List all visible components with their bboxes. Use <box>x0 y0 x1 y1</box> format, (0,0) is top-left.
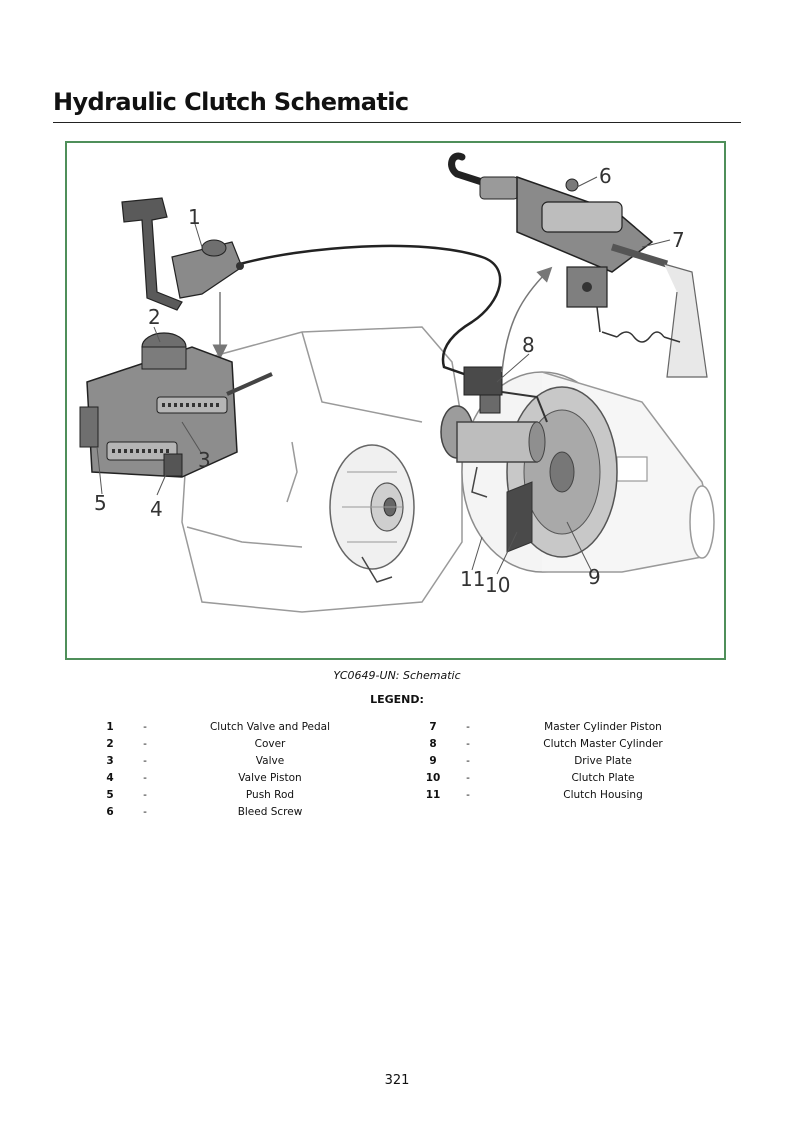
callout-8: 8 <box>522 333 535 357</box>
legend-label: Clutch Master Cylinder <box>543 738 663 750</box>
legend-label: Push Rod <box>245 789 295 801</box>
callout-2: 2 <box>148 305 161 329</box>
input-shaft-shape <box>329 444 415 583</box>
legend-separator: - <box>466 755 470 767</box>
callout-11: 11 <box>460 567 485 591</box>
legend-row: 8 - Clutch Master Cylinder <box>418 736 688 753</box>
legend-label: Clutch Plate <box>571 772 635 784</box>
legend-label: Valve <box>255 755 285 767</box>
clutch-pedal-shape <box>121 197 244 311</box>
legend-separator: - <box>143 738 147 750</box>
legend-row: 10 - Clutch Plate <box>418 770 688 787</box>
callout-7: 7 <box>672 228 685 252</box>
legend-separator: - <box>143 755 147 767</box>
legend-label: Bleed Screw <box>237 806 303 818</box>
legend-label: Drive Plate <box>574 755 632 767</box>
callout-5: 5 <box>94 491 107 515</box>
schematic-figure: 1 2 3 4 5 6 7 8 9 10 11 <box>65 141 726 660</box>
legend-row: 3 - Valve <box>95 753 365 770</box>
callout-9: 9 <box>588 565 601 589</box>
legend-number: 11 <box>425 789 441 801</box>
legend-row: 7 - Master Cylinder Piston <box>418 719 688 736</box>
legend-separator: - <box>466 721 470 733</box>
callout-4: 4 <box>150 497 163 521</box>
legend-number: 3 <box>106 755 114 767</box>
callout-10: 10 <box>485 573 510 597</box>
legend-row: 1 - Clutch Valve and Pedal <box>95 719 365 736</box>
page-number: 321 <box>384 1073 410 1088</box>
legend-separator: - <box>466 772 470 784</box>
up-arrow <box>501 266 553 373</box>
legend-number: 7 <box>429 721 437 733</box>
legend-label: Cover <box>254 738 286 750</box>
legend-number: 2 <box>106 738 114 750</box>
legend-number: 4 <box>106 772 114 784</box>
legend-separator: - <box>143 806 147 818</box>
page-title: Hydraulic Clutch Schematic <box>53 88 409 116</box>
legend-label: Master Cylinder Piston <box>544 721 662 733</box>
callout-1: 1 <box>188 205 201 229</box>
legend-row: 4 - Valve Piston <box>95 770 365 787</box>
release-bearing-shape <box>440 405 546 498</box>
legend-number: 10 <box>425 772 441 784</box>
legend-number: 1 <box>106 721 114 733</box>
clutch-plate-shape <box>506 481 533 553</box>
legend-number: 8 <box>429 738 437 750</box>
figure-caption: YC0649-UN: Schematic <box>333 669 461 682</box>
legend-row: 5 - Push Rod <box>95 787 365 804</box>
clutch-master-cylinder-shape <box>463 366 548 423</box>
legend-label: Valve Piston <box>238 772 302 784</box>
clutch-illustration: 1 2 3 4 5 6 7 8 9 10 11 <box>79 152 715 613</box>
legend-row: 11 - Clutch Housing <box>418 787 688 804</box>
callout-6: 6 <box>599 164 612 188</box>
clutch-valve-shape <box>79 332 273 478</box>
legend-separator: - <box>466 738 470 750</box>
master-cylinder-detail-shape <box>448 152 708 378</box>
legend-separator: - <box>143 772 147 784</box>
title-rule <box>53 122 741 123</box>
legend-number: 6 <box>106 806 114 818</box>
legend-row: 9 - Drive Plate <box>418 753 688 770</box>
hydraulic-line <box>239 244 502 376</box>
legend-table: 1 - Clutch Valve and Pedal 2 - Cover 3 -… <box>0 719 794 829</box>
legend-heading: LEGEND: <box>370 693 424 706</box>
legend-number: 9 <box>429 755 437 767</box>
legend-separator: - <box>143 721 147 733</box>
legend-row: 6 - Bleed Screw <box>95 804 365 821</box>
legend-separator: - <box>143 789 147 801</box>
legend-label: Clutch Valve and Pedal <box>209 721 331 733</box>
legend-row: 2 - Cover <box>95 736 365 753</box>
legend-label: Clutch Housing <box>563 789 643 801</box>
callout-leaders <box>96 176 671 575</box>
legend-number: 5 <box>106 789 114 801</box>
callout-3: 3 <box>198 448 211 472</box>
legend-separator: - <box>466 789 470 801</box>
